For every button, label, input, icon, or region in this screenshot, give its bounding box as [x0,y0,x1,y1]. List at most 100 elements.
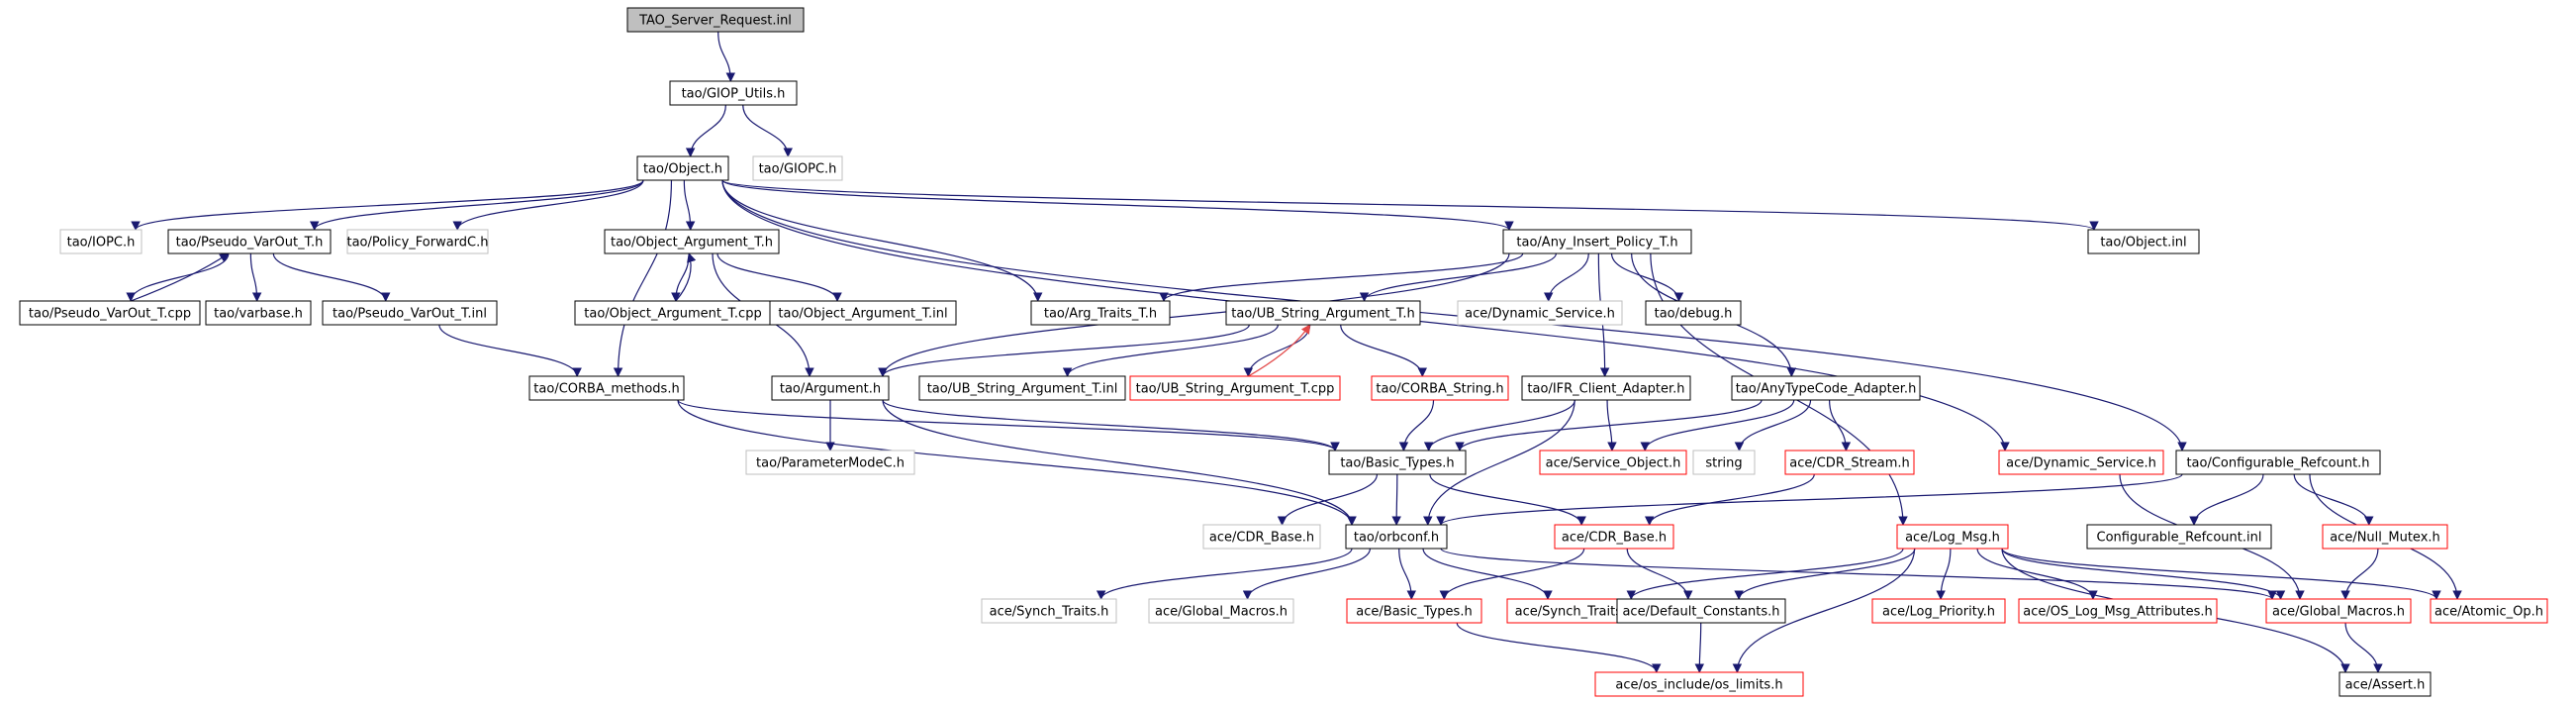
edge-config-refcount-to-orbconf [1436,473,2183,526]
node-label-global-macros-red: ace/Global_Macros.h [2272,605,2405,620]
node-varbase[interactable]: tao/varbase.h [205,300,312,326]
node-label-giopc: tao/GIOPC.h [759,162,837,177]
node-anytypecode[interactable]: tao/AnyTypeCode_Adapter.h [1731,375,1921,401]
edge-log-msg-to-log-priority [1936,548,1952,600]
node-iopc[interactable]: tao/IOPC.h [59,229,143,254]
edge-cdr-stream-to-cdr-base-red [1644,473,1815,526]
node-basic-types[interactable]: tao/Basic_Types.h [1328,450,1467,475]
node-assert[interactable]: ace/Assert.h [2338,671,2432,697]
node-obj-arg-cpp[interactable]: tao/Object_Argument_T.cpp [574,300,772,326]
node-ace-dyn-red[interactable]: ace/Dynamic_Service.h [1998,450,2164,475]
node-os-log-msg-attr[interactable]: ace/OS_Log_Msg_Attributes.h [2018,598,2218,624]
edge-object-to-obj-arg [683,179,696,231]
edge-orbconf-to-global-macros-red [1440,548,2277,600]
edge-anytypecode-to-string [1734,399,1812,451]
node-label-pseudo-cpp: tao/Pseudo_VarOut_T.cpp [29,307,191,322]
node-atomic-op[interactable]: ace/Atomic_Op.h [2430,598,2548,624]
node-corba-string[interactable]: tao/CORBA_String.h [1371,375,1509,401]
edge-orbconf-to-synch-traits-red [1422,548,1553,600]
node-cdr-base-red[interactable]: ace/CDR_Base.h [1554,524,1674,550]
edge-any-insert-to-ace-dyn-gray [1543,252,1589,302]
edge-object-to-policy-fwd [452,179,644,231]
node-ub-string-cpp[interactable]: tao/UB_String_Argument_T.cpp [1129,375,1341,401]
node-label-ifr-client: tao/IFR_Client_Adapter.h [1527,382,1684,397]
edge-root-to-giop-utils [717,31,736,82]
node-ifr-client[interactable]: tao/IFR_Client_Adapter.h [1521,375,1691,401]
edge-pseudo-inl-to-corba-methods [438,324,582,377]
node-box-iopc [59,229,143,254]
edge-object-to-corba-methods [613,179,673,377]
node-ub-string-inl[interactable]: tao/UB_String_Argument_T.inl [918,375,1126,401]
edge-argument-to-basic-types [882,399,1340,451]
node-box-object-inl [2087,229,2200,254]
edge-null-mutex-to-global-macros-red [2340,548,2379,600]
node-default-constants[interactable]: ace/Default_Constants.h [1616,598,1786,624]
edge-orbconf-to-synch-traits-gray [1096,548,1353,600]
node-label-iopc: tao/IOPC.h [67,236,136,251]
node-synch-traits-gray[interactable]: ace/Synch_Traits.h [981,598,1117,624]
node-log-msg[interactable]: ace/Log_Msg.h [1896,524,2009,550]
node-policy-fwd[interactable]: tao/Policy_ForwardC.h [346,229,489,254]
node-config-refcount-inl[interactable]: Configurable_Refcount.inl [2086,524,2272,550]
node-service-obj[interactable]: ace/Service_Object.h [1539,450,1687,475]
node-giop-utils[interactable]: tao/GIOP_Utils.h [669,80,798,106]
node-string[interactable]: string [1692,450,1756,475]
edge-log-msg-to-atomic-op [2001,548,2441,600]
node-global-macros-red[interactable]: ace/Global_Macros.h [2265,598,2412,624]
node-any-insert[interactable]: tao/Any_Insert_Policy_T.h [1502,229,1692,254]
node-label-cdr-base-gray: ace/CDR_Base.h [1209,531,1314,546]
node-debug[interactable]: tao/debug.h [1645,300,1742,326]
node-box-log-msg [1896,524,2009,550]
node-label-obj-arg-inl: tao/Object_Argument_T.inl [778,307,947,322]
node-box-atomic-op [2430,598,2548,624]
node-root[interactable]: TAO_Server_Request.inl [626,7,805,33]
node-os-limits[interactable]: ace/os_include/os_limits.h [1594,671,1804,697]
edge-pseudo-varout-to-pseudo-inl [272,252,391,302]
node-param-mode[interactable]: tao/ParameterModeC.h [745,450,915,475]
node-box-param-mode [745,450,915,475]
node-ace-basic-types[interactable]: ace/Basic_Types.h [1346,598,1482,624]
node-pseudo-inl[interactable]: tao/Pseudo_VarOut_T.inl [322,300,498,326]
edge-orbconf-to-ace-basic-types [1398,548,1417,600]
node-label-service-obj: ace/Service_Object.h [1546,456,1681,471]
node-pseudo-cpp[interactable]: tao/Pseudo_VarOut_T.cpp [19,300,201,326]
node-label-log-priority: ace/Log_Priority.h [1882,605,1995,620]
node-box-assert [2338,671,2432,697]
node-box-object [636,155,729,181]
node-box-default-constants [1616,598,1786,624]
node-corba-methods[interactable]: tao/CORBA_methods.h [528,375,685,401]
node-obj-arg-inl[interactable]: tao/Object_Argument_T.inl [769,300,957,326]
node-global-macros-gray[interactable]: ace/Global_Macros.h [1148,598,1294,624]
edge-corba-methods-to-basic-types [677,399,1340,451]
node-null-mutex[interactable]: ace/Null_Mutex.h [2322,524,2448,550]
edge-object-to-pseudo-varout [310,179,644,231]
node-ace-dyn-gray[interactable]: ace/Dynamic_Service.h [1457,300,1623,326]
edge-orbconf-to-global-macros-gray [1242,548,1372,600]
node-cdr-base-gray[interactable]: ace/CDR_Base.h [1202,524,1321,550]
node-cdr-stream[interactable]: ace/CDR_Stream.h [1784,450,1915,475]
node-label-basic-types: tao/Basic_Types.h [1340,456,1454,471]
node-log-priority[interactable]: ace/Log_Priority.h [1871,598,2006,624]
node-box-synch-traits-gray [981,598,1117,624]
node-pseudo-varout[interactable]: tao/Pseudo_VarOut_T.h [167,229,332,254]
node-object[interactable]: tao/Object.h [636,155,729,181]
node-argument[interactable]: tao/Argument.h [771,375,890,401]
edge-corba-methods-to-orbconf [677,399,1357,526]
node-ub-string-arg[interactable]: tao/UB_String_Argument_T.h [1225,300,1421,326]
node-label-config-refcount-inl: Configurable_Refcount.inl [2097,531,2262,546]
edge-basic-types-to-cdr-base-gray [1277,473,1379,526]
node-config-refcount[interactable]: tao/Configurable_Refcount.h [2175,450,2381,475]
node-arg-traits[interactable]: tao/Arg_Traits_T.h [1030,300,1171,326]
node-label-null-mutex: ace/Null_Mutex.h [2330,531,2440,546]
edge-any-insert-to-argument [878,252,1510,377]
node-orbconf[interactable]: tao/orbconf.h [1345,524,1448,550]
node-box-giopc [752,155,843,181]
edge-anytypecode-to-service-obj [1640,399,1795,451]
node-obj-arg[interactable]: tao/Object_Argument_T.h [604,229,780,254]
node-giopc[interactable]: tao/GIOPC.h [752,155,843,181]
node-box-pseudo-varout [167,229,332,254]
node-label-ub-string-inl: tao/UB_String_Argument_T.inl [927,382,1118,397]
node-object-inl[interactable]: tao/Object.inl [2087,229,2200,254]
node-label-os-log-msg-attr: ace/OS_Log_Msg_Attributes.h [2023,605,2212,620]
